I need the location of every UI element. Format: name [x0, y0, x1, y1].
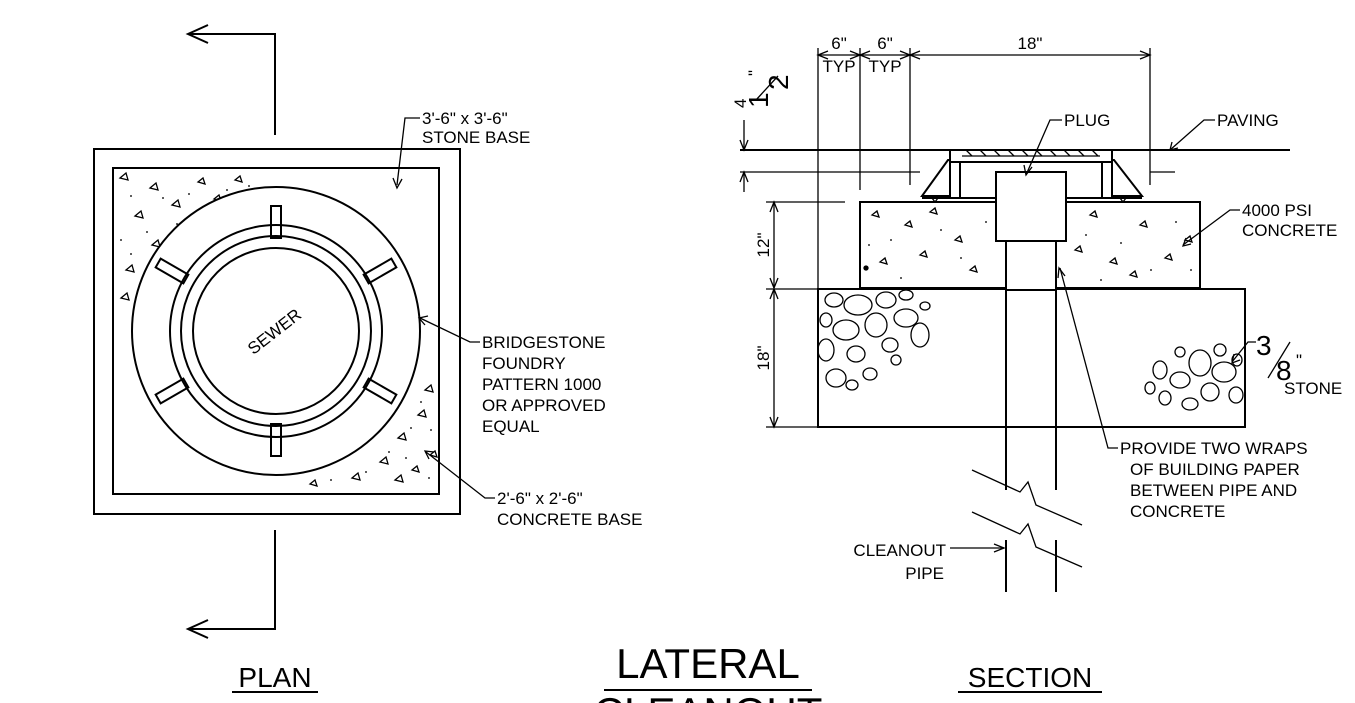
stone-base-outline: [93, 148, 461, 515]
frame-label-line-5: EQUAL: [482, 417, 540, 436]
stone-callout: 3 8 " STONE: [1231, 330, 1342, 398]
frame-outer-ring: [131, 186, 421, 476]
concrete-label-line-2: CONCRETE: [1242, 221, 1337, 240]
stone-inch: ": [1296, 351, 1302, 370]
concrete-base-label-name: CONCRETE BASE: [497, 510, 642, 529]
paper-label-line-4: CONCRETE: [1130, 502, 1225, 521]
plug-body: [995, 171, 1067, 242]
title-line-1: LATERAL: [616, 640, 800, 687]
dim-12-concrete: 12": [754, 233, 773, 258]
stone-base-callout: 3'-6" x 3'-6" STONE BASE: [392, 109, 530, 190]
paving-callout: PAVING: [1169, 111, 1279, 151]
plug-callout: PLUG: [1023, 111, 1110, 177]
dim-18-stone: 18": [754, 346, 773, 371]
cover-ring: [192, 247, 360, 415]
cleanout-pipe: [971, 171, 1083, 592]
dimension-lines: 6" TYP 6" TYP 18" 4 1 " 2 12" 18: [731, 34, 1152, 429]
frame-lugs: [154, 205, 398, 457]
stone-word: STONE: [1284, 379, 1342, 398]
dim-6-typ-a: 6": [831, 34, 847, 53]
dim-typ-a: TYP: [822, 57, 855, 76]
dim-18-top: 18": [1018, 34, 1043, 53]
paper-label-line-1: PROVIDE TWO WRAPS: [1120, 439, 1308, 458]
building-paper-callout: PROVIDE TWO WRAPS OF BUILDING PAPER BETW…: [1057, 266, 1308, 521]
frame-label-line-4: OR APPROVED: [482, 396, 606, 415]
plug-label: PLUG: [1064, 111, 1110, 130]
dim-typ-b: TYP: [868, 57, 901, 76]
frame-label-line-2: FOUNDRY: [482, 354, 566, 373]
stone-num: 3: [1256, 330, 1272, 361]
section-view: 6" TYP 6" TYP 18" 4 1 " 2 12" 18: [731, 34, 1342, 693]
stone-aggregate-right: [1144, 343, 1244, 411]
section-cut-marker-top: [185, 24, 276, 135]
stone-base-block: [817, 288, 1246, 428]
cleanout-label-line-1: CLEANOUT: [853, 541, 946, 560]
stone-aggregate-left: [818, 289, 931, 391]
frame-label-line-1: BRIDGESTONE: [482, 333, 605, 352]
paper-label-line-3: BETWEEN PIPE AND: [1130, 481, 1297, 500]
frame-label-line-3: PATTERN 1000: [482, 375, 601, 394]
stone-den: 8: [1276, 355, 1292, 386]
dim-half-den: 2: [763, 74, 794, 90]
concrete-base-callout: 2'-6" x 2'-6" CONCRETE BASE: [423, 450, 642, 529]
dim-four: 4: [731, 99, 750, 108]
dim-half-inch: ": [745, 70, 764, 76]
drawing-title: LATERAL CLEANOUT: [594, 640, 823, 703]
frame-inner-ring: [180, 235, 372, 427]
concrete-base-outline: [112, 167, 440, 495]
concrete-stipple-bottom-right: [308, 383, 439, 487]
plan-title: PLAN: [238, 662, 311, 693]
section-title: SECTION: [968, 662, 1092, 693]
paper-label-line-2: OF BUILDING PAPER: [1130, 460, 1300, 479]
concrete-callout: 4000 PSI CONCRETE: [1181, 201, 1337, 247]
section-cut-marker-bottom: [185, 530, 276, 639]
frame-middle-ring: [169, 224, 383, 438]
cleanout-label-line-2: PIPE: [905, 564, 944, 583]
frame-casting-section: [920, 149, 1145, 204]
cleanout-callout: CLEANOUT PIPE: [853, 541, 1006, 583]
concrete-base-label-size: 2'-6" x 2'-6": [497, 489, 583, 508]
plan-view: SEWER 3'-6" x 3'-6" STONE BASE BRIDGESTO…: [93, 24, 642, 693]
paving-label: PAVING: [1217, 111, 1279, 130]
stone-base-label-name: STONE BASE: [422, 128, 530, 147]
dim-6-typ-b: 6": [877, 34, 893, 53]
title-line-2: CLEANOUT: [594, 689, 823, 703]
stone-base-label-size: 3'-6" x 3'-6": [422, 109, 508, 128]
concrete-label-line-1: 4000 PSI: [1242, 201, 1312, 220]
dim-half-num: 1: [743, 92, 774, 108]
frame-callout: BRIDGESTONE FOUNDRY PATTERN 1000 OR APPR…: [417, 315, 606, 436]
